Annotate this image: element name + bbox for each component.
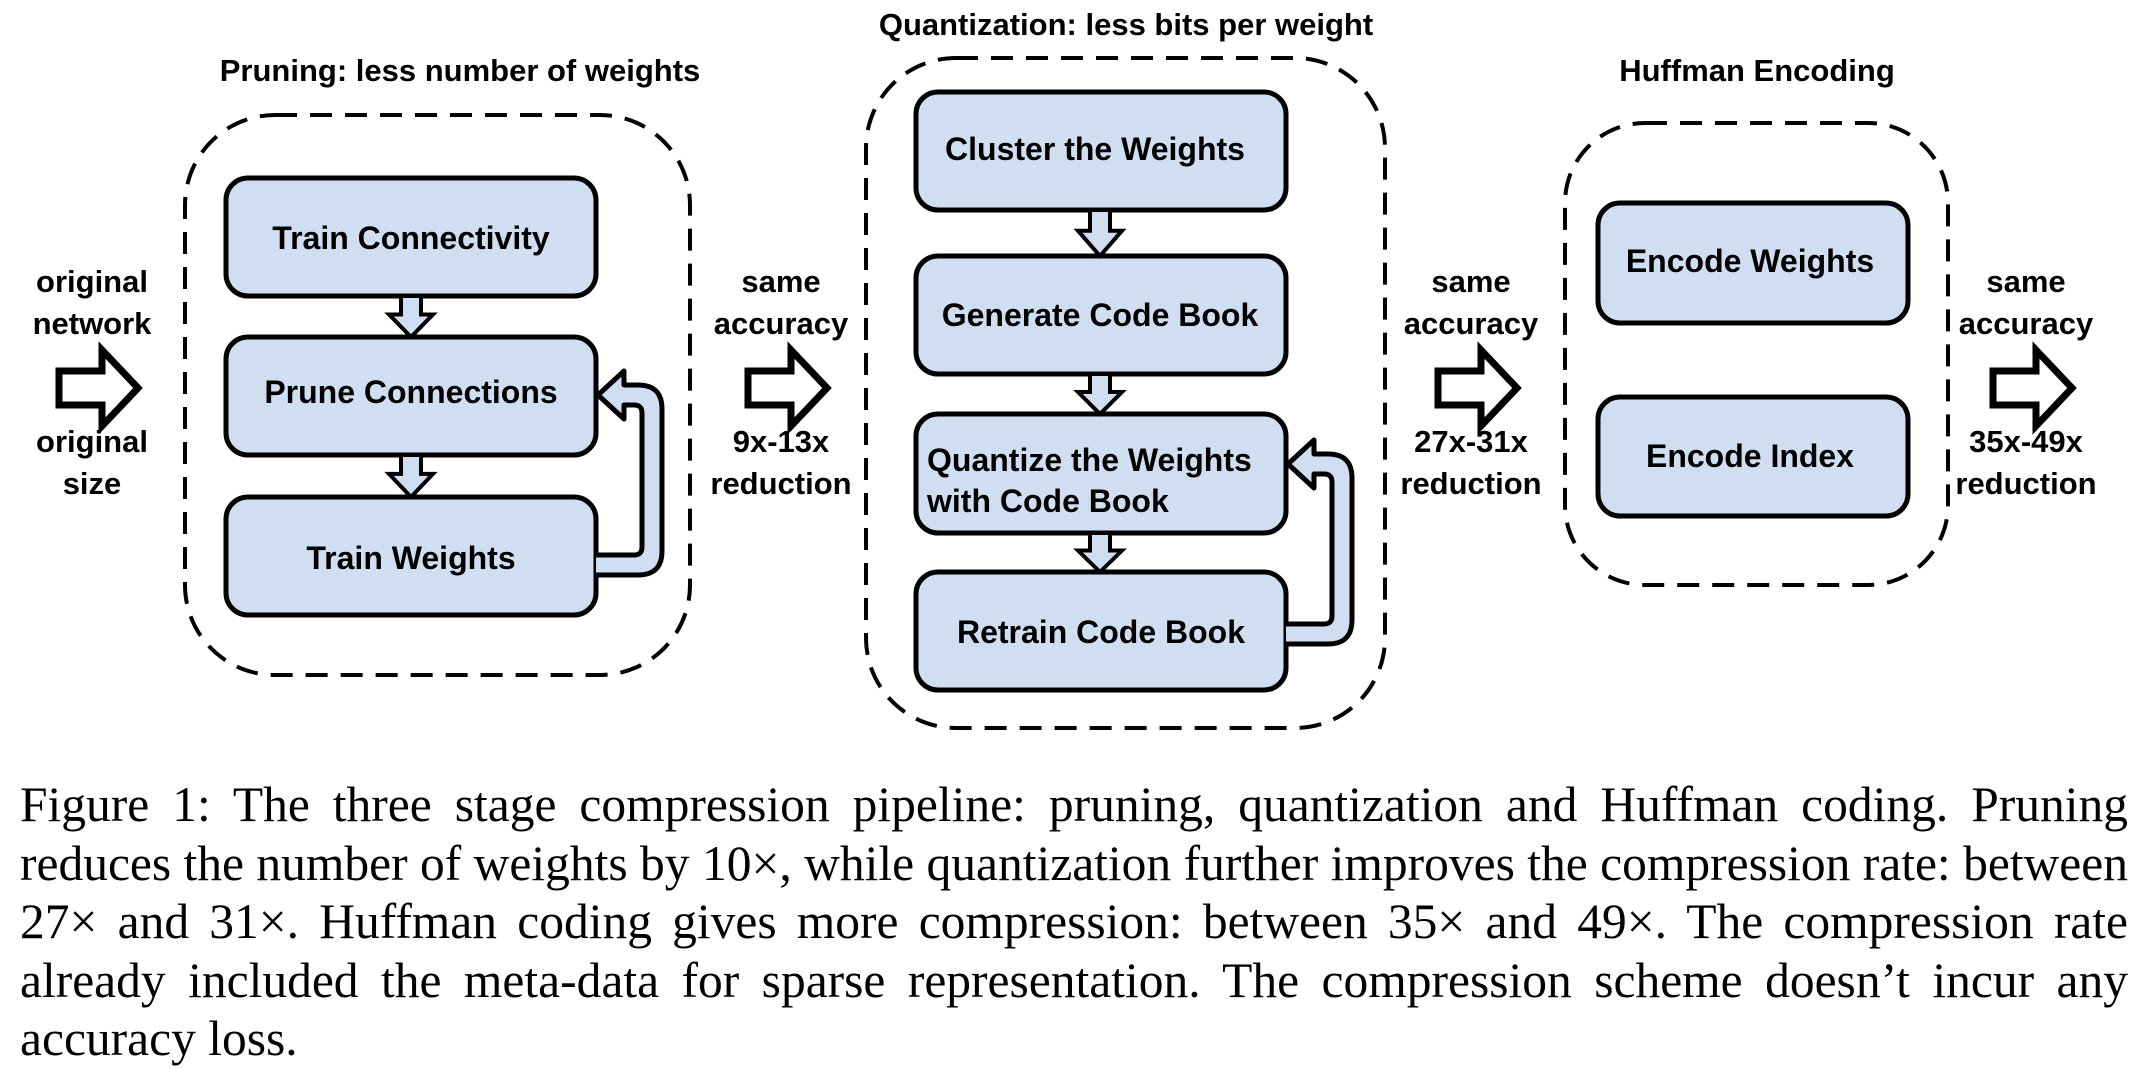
stage-title-huffman: Huffman Encoding [1619,53,1895,88]
step-label: Train Weights [306,540,515,576]
step-label: Generate Code Book [942,297,1259,333]
transition-top-line-2: accuracy [1959,306,2094,341]
right-arrow-icon [744,341,832,435]
transition-bottom-line-1: original [36,424,148,459]
step-cluster-the-weights: Cluster the Weights [913,89,1289,213]
step-quantize-the-weights: Quantize the Weights with Code Book [913,411,1289,536]
transition-top-line-2: accuracy [714,306,849,341]
step-generate-code-book: Generate Code Book [913,253,1289,377]
stage-pruning: Pruning: less number of weights [183,53,701,677]
step-label: Encode Weights [1626,243,1874,279]
step-label: Cluster the Weights [945,131,1245,167]
right-arrow-icon [1989,341,2077,435]
stage-quantization: Quantization: less bits per weight [864,7,1387,730]
transition-top-line-2: network [33,306,153,341]
transition-bottom-line-2: reduction [710,466,851,501]
step-label-line-1: Quantize the Weights [927,442,1252,478]
transition-1: same accuracy 9x-13x reduction [710,264,851,501]
step-label: Train Connectivity [272,220,550,256]
step-encode-weights: Encode Weights [1595,200,1911,326]
step-label-line-2: with Code Book [926,483,1169,519]
stage-title-quantization: Quantization: less bits per weight [879,7,1373,42]
step-label: Encode Index [1646,438,1854,474]
down-arrow-icon [384,294,438,340]
transition-top-line-1: same [1431,264,1510,299]
step-train-connectivity: Train Connectivity [223,175,599,299]
transition-top-line-1: original [36,264,148,299]
compression-pipeline-diagram: Pruning: less number of weights Quantiza… [33,7,2097,730]
transition-bottom-line-2: reduction [1955,466,2096,501]
transition-top-line-1: same [1986,264,2065,299]
feedback-loop-arrow-pruning [595,368,665,578]
step-prune-connections: Prune Connections [223,334,599,458]
transition-bottom-line-2: size [63,466,122,501]
stage-title-pruning: Pruning: less number of weights [220,53,701,88]
stage-huffman: Huffman Encoding [1563,53,1950,587]
right-arrow-icon [55,341,143,435]
down-arrow-icon [1073,208,1127,260]
down-arrow-icon [1073,372,1127,417]
right-arrow-icon [1434,341,1522,435]
step-train-weights: Train Weights [223,494,599,618]
down-arrow-icon [384,453,438,500]
transition-bottom-line-1: 27x-31x [1414,424,1529,459]
step-label: Prune Connections [264,374,557,410]
transition-top-line-1: same [741,264,820,299]
transition-3: same accuracy 35x-49x reduction [1955,264,2096,501]
transition-bottom-line-1: 9x-13x [733,424,830,459]
transition-bottom-line-2: reduction [1400,466,1541,501]
transition-top-line-2: accuracy [1404,306,1539,341]
down-arrow-icon [1073,531,1127,575]
step-encode-index: Encode Index [1595,394,1911,519]
step-label: Retrain Code Book [957,614,1245,650]
feedback-loop-arrow-quantization [1285,437,1355,647]
transition-bottom-line-1: 35x-49x [1969,424,2084,459]
transition-2: same accuracy 27x-31x reduction [1400,264,1541,501]
step-retrain-code-book: Retrain Code Book [913,569,1289,693]
stage-container-quantization [864,56,1387,730]
transition-0: original network original size [33,264,153,501]
figure-caption: Figure 1: The three stage compression pi… [20,777,2128,1066]
stage-container-huffman [1563,121,1950,587]
